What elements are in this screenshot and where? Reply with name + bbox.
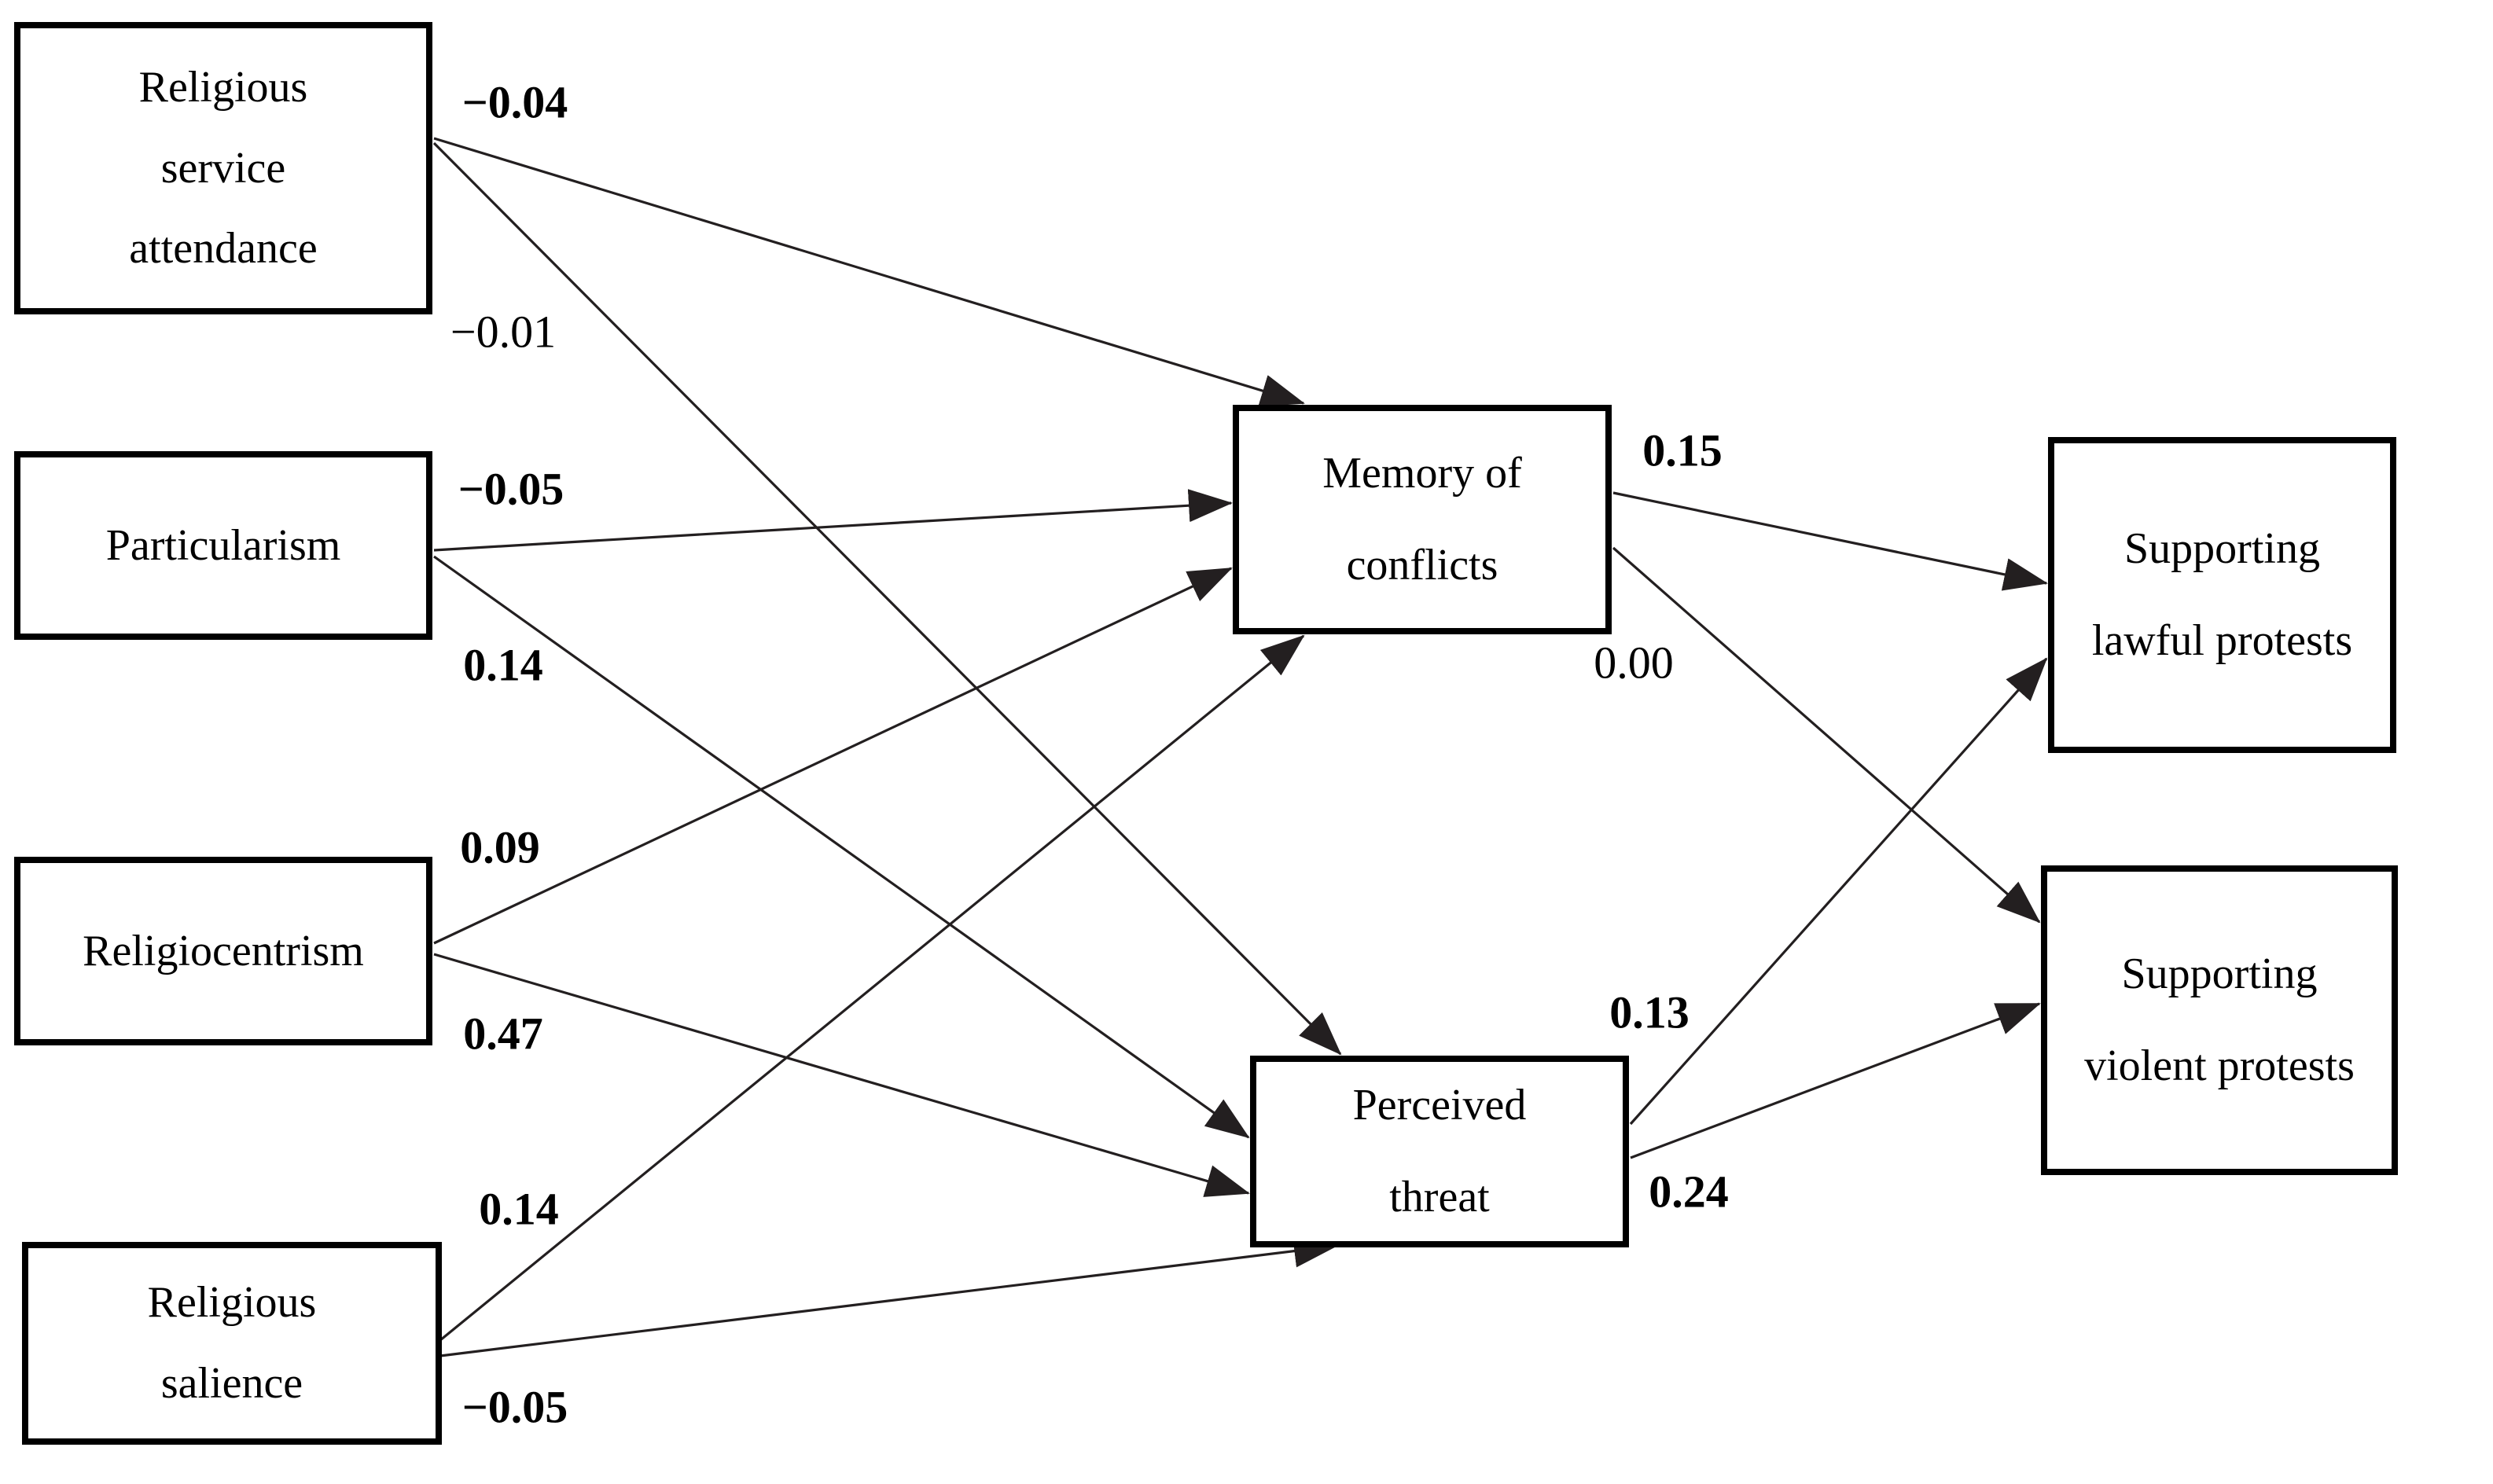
- node-label-line: threat: [1389, 1173, 1490, 1221]
- coef-memory-violent: 0.00: [1594, 637, 1674, 689]
- coef-sal-memory: 0.14: [479, 1183, 559, 1235]
- path-memory-to-violent-line: [1612, 546, 2041, 924]
- node-label-line: Religiocentrism: [83, 926, 364, 975]
- node-memory-of-conflicts: Memory of conflicts: [1233, 405, 1612, 634]
- node-label-line: attendance: [129, 224, 318, 274]
- coef-relig-memory: 0.09: [460, 821, 540, 873]
- coef-threat-lawful: 0.13: [1609, 986, 1690, 1038]
- node-supporting-violent-protests: Supporting violent protests: [2041, 865, 2398, 1175]
- node-label-line: Religious: [147, 1278, 317, 1328]
- node-label-line: Supporting: [2121, 950, 2318, 999]
- coef-relig-threat: 0.47: [463, 1008, 543, 1060]
- coef-part-memory: −0.05: [458, 463, 564, 515]
- node-label-line: Particularism: [105, 520, 341, 570]
- node-label-line: conflicts: [1346, 541, 1498, 590]
- node-supporting-lawful-protests: Supporting lawful protests: [2048, 437, 2396, 753]
- coef-part-threat: 0.14: [463, 639, 543, 691]
- node-perceived-threat: Perceived threat: [1250, 1056, 1629, 1247]
- node-label-line: service: [160, 143, 286, 193]
- coef-sal-threat: −0.05: [461, 1381, 568, 1433]
- path-threat-to-violent-line: [1630, 1002, 2041, 1159]
- node-label-line: Memory of: [1322, 449, 1522, 498]
- node-religious-service-attendance: Religious service attendance: [14, 22, 432, 314]
- path-sal-to-threat-line: [439, 1234, 1338, 1357]
- path-sal-to-memory-line: [439, 634, 1305, 1342]
- path-threat-to-lawful-line: [1629, 657, 2048, 1126]
- node-label-line: lawful protests: [2091, 616, 2353, 665]
- path-rsa-to-memory-line: [433, 137, 1305, 407]
- path-relig-to-threat-line: [433, 953, 1250, 1197]
- node-particularism: Particularism: [14, 451, 432, 640]
- node-label-line: Perceived: [1352, 1081, 1527, 1130]
- node-religiocentrism: Religiocentrism: [14, 857, 432, 1045]
- path-part-to-threat-line: [433, 555, 1250, 1139]
- node-religious-salience: Religious salience: [22, 1242, 442, 1445]
- path-memory-to-lawful-line: [1612, 491, 2048, 591]
- node-label-line: salience: [160, 1359, 303, 1408]
- path-relig-to-memory-line: [433, 567, 1233, 945]
- coef-rsa-memory: −0.04: [461, 76, 568, 128]
- node-label-line: Supporting: [2124, 524, 2320, 574]
- coef-rsa-threat: −0.01: [450, 306, 557, 358]
- node-label-line: violent protests: [2084, 1041, 2355, 1090]
- path-rsa-to-threat-line: [432, 141, 1342, 1056]
- node-label-line: Religious: [138, 62, 308, 112]
- coef-threat-violent: 0.24: [1649, 1166, 1729, 1218]
- coef-memory-lawful: 0.15: [1642, 424, 1723, 476]
